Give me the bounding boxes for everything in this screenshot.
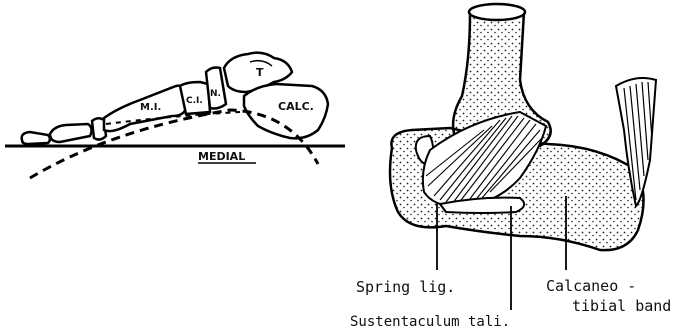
arch-dashed-curve [30,110,318,178]
ankle-ligament-diagram: Spring lig. Sustentaculum tali. Calcaneo… [350,4,671,330]
calcaneotibial-label-line1: Calcaneo - [546,277,636,295]
calcaneotibial-label-line2: tibial band [572,297,671,315]
metatarsal-label: M.I. [140,102,161,113]
sustentaculum-label: Sustentaculum tali. [350,314,510,330]
foot-arch-diagram: M.I. C.I. N. T CALC. MEDIAL [5,53,345,178]
cuneiform-label: C.I. [186,96,203,106]
navicular-bone [206,68,226,109]
navicular-label: N. [210,89,221,99]
calcaneus-label: CALC. [278,100,314,113]
tibia-cross-section [469,4,525,20]
spring-lig-label: Spring lig. [356,278,455,296]
medial-label: MEDIAL [198,150,245,163]
phalanges [22,118,106,144]
talus-label: T [256,66,264,79]
